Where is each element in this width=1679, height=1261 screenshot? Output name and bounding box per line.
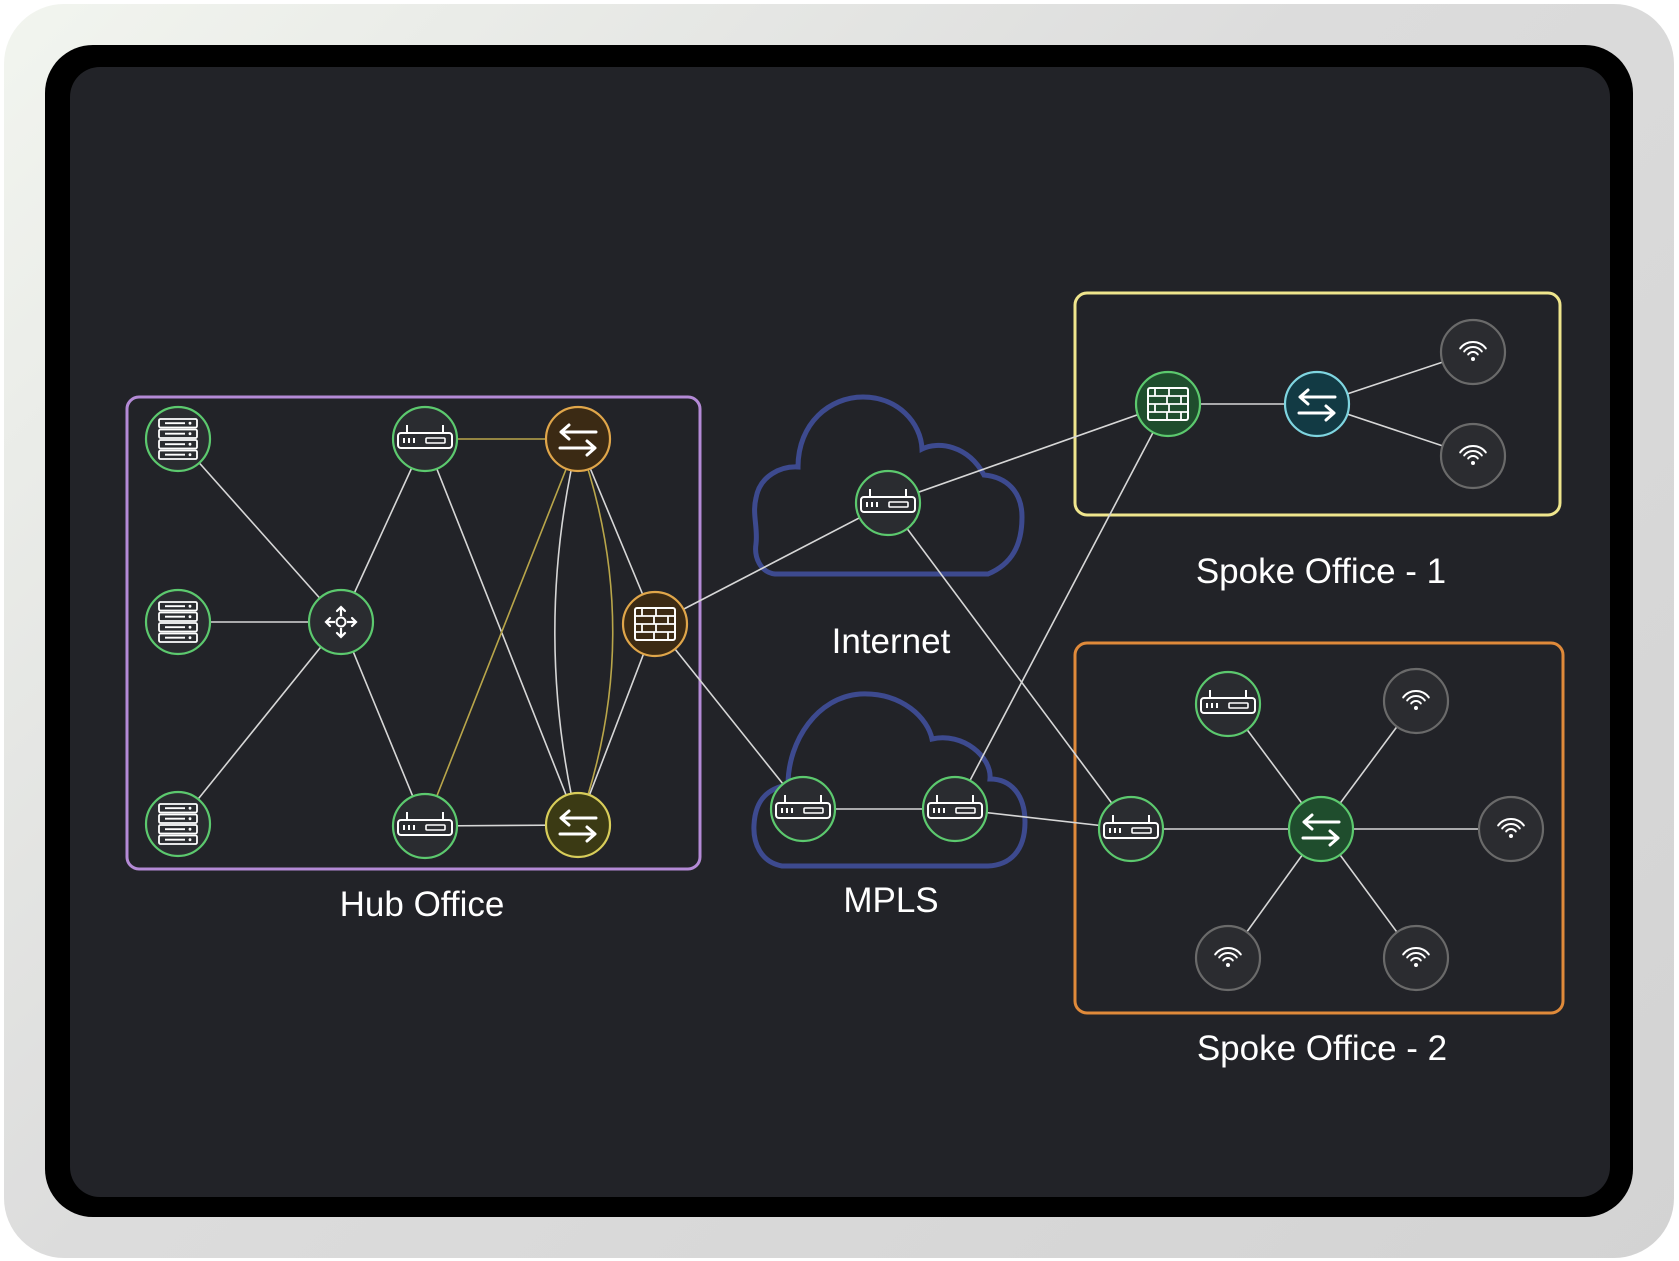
router-icon — [927, 795, 983, 819]
spoke-office-1-label: Spoke Office - 1 — [1196, 552, 1446, 591]
link-hub-server-1-to-hub-core — [177, 438, 342, 623]
server-icon — [158, 803, 198, 845]
link-hub-switch-bottom-to-hub-firewall — [577, 623, 656, 826]
switch-icon — [558, 423, 598, 457]
router-icon — [775, 795, 831, 819]
internet-router-node[interactable] — [854, 469, 922, 537]
link-hub-switch-top-to-hub-switch-bottom-curve-10 — [554, 438, 579, 826]
spoke2-router-top-circle — [1194, 670, 1262, 738]
hub-server-3-circle — [144, 790, 212, 858]
router-icon — [1103, 815, 1159, 839]
spoke1-firewall-node[interactable] — [1134, 370, 1202, 438]
wifi-icon — [1497, 818, 1525, 838]
link-internet-router-to-spoke2-router-left — [887, 502, 1132, 830]
wifi-icon — [1459, 341, 1487, 361]
wifi-icon — [1402, 947, 1430, 967]
hub-switch-top-node[interactable] — [544, 405, 612, 473]
mpls-label: MPLS — [843, 881, 938, 920]
internet-cloud — [752, 394, 1025, 577]
router-icon — [397, 812, 453, 836]
hub-server-3-node[interactable] — [144, 790, 212, 858]
mpls-router-right-node[interactable] — [921, 775, 989, 843]
server-icon — [158, 601, 198, 643]
hub-core-circle — [307, 588, 375, 656]
hub-router-top-node[interactable] — [391, 405, 459, 473]
firewall-icon — [1147, 387, 1189, 421]
link-hub-firewall-to-internet-router — [654, 502, 889, 625]
switch-icon — [1301, 813, 1341, 847]
wifi-icon — [1214, 947, 1242, 967]
link-hub-firewall-to-mpls-router-left — [654, 623, 804, 810]
link-internet-router-to-spoke1-firewall — [887, 403, 1169, 504]
hub-router-top-circle — [391, 405, 459, 473]
spoke2-switch-circle — [1287, 795, 1355, 863]
router-icon — [860, 489, 916, 513]
hub-server-2-circle — [144, 588, 212, 656]
spoke2-router-left-circle — [1097, 795, 1165, 863]
internet-router-circle — [854, 469, 922, 537]
internet-label: Internet — [832, 622, 951, 661]
hub-core-node[interactable] — [307, 588, 375, 656]
hub-server-2-node[interactable] — [144, 588, 212, 656]
switch-icon — [558, 809, 598, 843]
spoke2-wifi-3-node[interactable] — [1194, 924, 1262, 992]
spoke2-wifi-4-node[interactable] — [1382, 924, 1450, 992]
wifi-icon — [1459, 445, 1487, 465]
hub-office-box — [125, 395, 702, 871]
hub-firewall-node[interactable] — [621, 590, 689, 658]
spoke1-switch-circle — [1283, 370, 1351, 438]
spoke-office-1-box — [1073, 291, 1562, 517]
wifi-icon — [1402, 690, 1430, 710]
spoke1-wifi-2-node[interactable] — [1439, 422, 1507, 490]
mpls-router-left-circle — [769, 775, 837, 843]
link-hub-switch-top-to-hub-switch-bottom-curve-9 — [577, 438, 614, 826]
hub-switch-bottom-circle — [544, 791, 612, 859]
spoke-office-2-box — [1073, 641, 1565, 1015]
mpls-router-right-circle — [921, 775, 989, 843]
core-switch-icon — [324, 605, 358, 639]
link-hub-core-to-hub-router-top — [340, 438, 426, 623]
link-hub-router-bottom-to-hub-switch-top — [424, 438, 579, 827]
hub-router-bottom-circle — [391, 792, 459, 860]
spoke2-wifi-1-node[interactable] — [1382, 667, 1450, 735]
firewall-icon — [634, 607, 676, 641]
hub-router-bottom-node[interactable] — [391, 792, 459, 860]
hub-server-1-circle — [144, 405, 212, 473]
hub-switch-top-circle — [544, 405, 612, 473]
network-diagram: Hub Office Internet MPLS Spoke Office - … — [125, 291, 1565, 1068]
link-hub-server-3-to-hub-core — [177, 621, 342, 825]
link-hub-core-to-hub-router-bottom — [340, 621, 426, 827]
hub-server-1-node[interactable] — [144, 405, 212, 473]
switch-icon — [1297, 388, 1337, 422]
server-icon — [158, 418, 198, 460]
router-icon — [397, 425, 453, 449]
spoke2-router-top-node[interactable] — [1194, 670, 1262, 738]
hub-office-label: Hub Office — [340, 885, 505, 924]
mpls-router-left-node[interactable] — [769, 775, 837, 843]
spoke1-switch-node[interactable] — [1283, 370, 1351, 438]
spoke2-wifi-2-node[interactable] — [1477, 795, 1545, 863]
spoke1-wifi-1-node[interactable] — [1439, 318, 1507, 386]
link-hub-switch-top-to-hub-firewall — [577, 438, 656, 625]
spoke-office-2-label: Spoke Office - 2 — [1197, 1029, 1447, 1068]
diagram-screen: Hub Office Internet MPLS Spoke Office - … — [70, 67, 1610, 1197]
hub-switch-bottom-node[interactable] — [544, 791, 612, 859]
spoke2-router-left-node[interactable] — [1097, 795, 1165, 863]
router-icon — [1200, 690, 1256, 714]
link-mpls-router-right-to-spoke1-firewall — [954, 403, 1169, 810]
spoke2-switch-node[interactable] — [1287, 795, 1355, 863]
